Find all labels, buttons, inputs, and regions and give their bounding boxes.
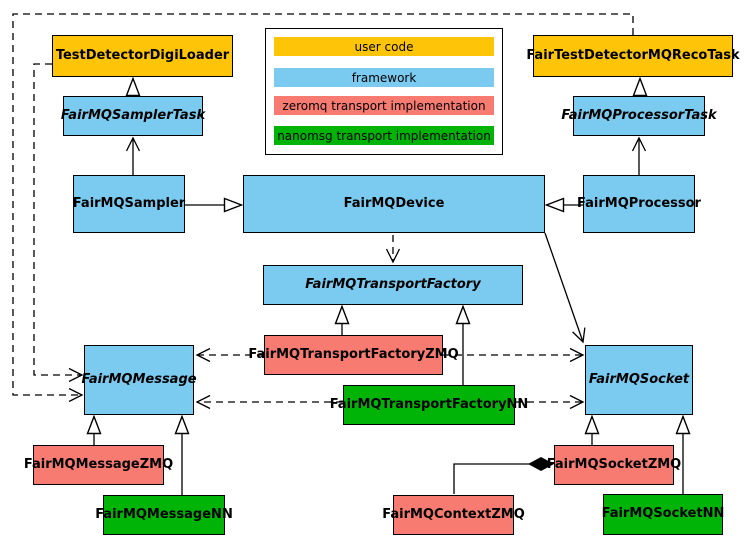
edge-digiloader-to-message bbox=[33, 63, 84, 383]
legend: user code framework zeromq transport imp… bbox=[265, 28, 503, 155]
node-fairmq-device: FairMQDevice bbox=[243, 175, 545, 233]
node-fairmq-socket-zmq: FairMQSocketZMQ bbox=[547, 445, 681, 485]
composition-diamond bbox=[528, 457, 554, 471]
node-fairmq-transport-factory: FairMQTransportFactory bbox=[263, 265, 523, 305]
edge-device-to-socket bbox=[544, 232, 586, 344]
legend-item-framework: framework bbox=[274, 68, 494, 87]
node-fairmq-socket: FairMQSocket bbox=[585, 345, 693, 415]
node-fairmq-message: FairMQMessage bbox=[81, 345, 197, 415]
node-fairmq-processor-task: FairMQProcessorTask bbox=[561, 96, 717, 136]
node-fairmq-transport-factory-zmq: FairMQTransportFactoryZMQ bbox=[248, 335, 459, 375]
edge-contextzmq-to-socketzmq bbox=[453, 463, 529, 494]
node-fairmq-message-nn: FairMQMessageNN bbox=[95, 495, 233, 535]
node-fairmq-socket-nn: FairMQSocketNN bbox=[602, 494, 724, 535]
node-fairmq-context-zmq: FairMQContextZMQ bbox=[382, 495, 525, 535]
node-fairmq-sampler-task: FairMQSamplerTask bbox=[61, 96, 205, 136]
node-fair-test-detector-mq-reco-task: FairTestDetectorMQRecoTask bbox=[526, 35, 740, 77]
legend-item-zeromq: zeromq transport implementation bbox=[274, 96, 494, 115]
node-fairmq-transport-factory-nn: FairMQTransportFactoryNN bbox=[330, 385, 528, 425]
legend-item-nanomsg: nanomsg transport implementation bbox=[274, 126, 494, 145]
node-fairmq-sampler: FairMQSampler bbox=[73, 175, 185, 233]
node-fairmq-processor: FairMQProcessor bbox=[577, 175, 701, 233]
node-test-detector-digi-loader: TestDetectorDigiLoader bbox=[52, 35, 233, 77]
legend-item-user-code: user code bbox=[274, 37, 494, 56]
node-fairmq-message-zmq: FairMQMessageZMQ bbox=[24, 445, 173, 485]
edge-recotask-to-message bbox=[12, 13, 634, 403]
